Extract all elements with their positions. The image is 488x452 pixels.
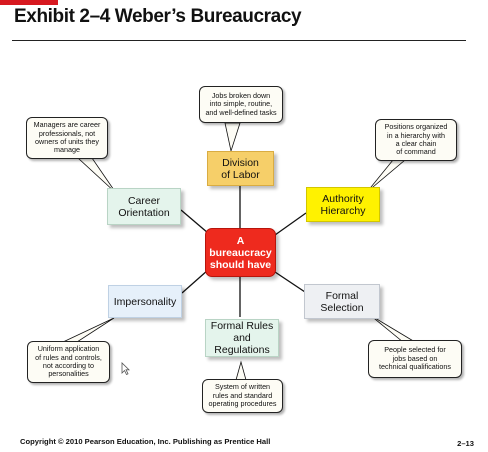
note-formal-selection: People selected for jobs based on techni… [368,340,462,378]
center-label: A bureaucracy should have [209,234,272,271]
copyright-footer: Copyright © 2010 Pearson Education, Inc.… [20,437,271,446]
node-authority-hierarchy: Authority Hierarchy [306,187,380,222]
node-career-label: Career Orientation [118,194,170,219]
note-authority-text: Positions organized in a hierarchy with … [384,122,448,157]
note-formal-rules-text: System of written rules and standard ope… [208,382,277,409]
note-authority: Positions organized in a hierarchy with … [375,119,457,161]
link-career [180,209,209,234]
callout-tail-formal-rules [235,360,247,381]
node-formal-rules-label: Formal Rules and Regulations [210,320,274,356]
note-career: Managers are career professionals, not o… [26,117,108,159]
node-division-of-labor: Division of Labor [207,151,274,186]
center-node: A bureaucracy should have [205,228,276,277]
title-divider [12,40,466,41]
page-number: 2–13 [457,439,474,448]
note-division-text: Jobs broken down into simple, routine, a… [205,90,277,117]
callout-tail-impersonality [62,317,115,343]
top-accent-bar [0,0,58,5]
node-career-orientation: Career Orientation [107,188,181,225]
node-impersonality: Impersonality [108,285,182,318]
note-impersonality-text: Uniform application of rules and control… [35,344,102,379]
link-impersonality [181,269,209,294]
node-authority-label: Authority Hierarchy [320,192,366,217]
note-division: Jobs broken down into simple, routine, a… [199,86,283,123]
node-formal-selection: Formal Selection [304,284,380,319]
node-formal-selection-label: Formal Selection [320,289,364,314]
note-career-text: Managers are career professionals, not o… [33,120,101,155]
node-impersonality-label: Impersonality [113,295,177,308]
callout-tail-formal-selection [369,314,417,343]
node-division-label: Division of Labor [221,156,260,181]
note-formal-selection-text: People selected for jobs based on techni… [379,345,451,372]
link-authority [274,212,307,236]
callout-tail-division [224,122,241,153]
slide-title: Exhibit 2–4 Weber’s Bureaucracy [14,6,302,27]
note-formal-rules: System of written rules and standard ope… [202,379,283,413]
node-formal-rules: Formal Rules and Regulations [205,319,279,357]
note-impersonality: Uniform application of rules and control… [27,341,110,383]
link-formal-selection [274,271,306,293]
mouse-pointer-icon [121,362,130,375]
